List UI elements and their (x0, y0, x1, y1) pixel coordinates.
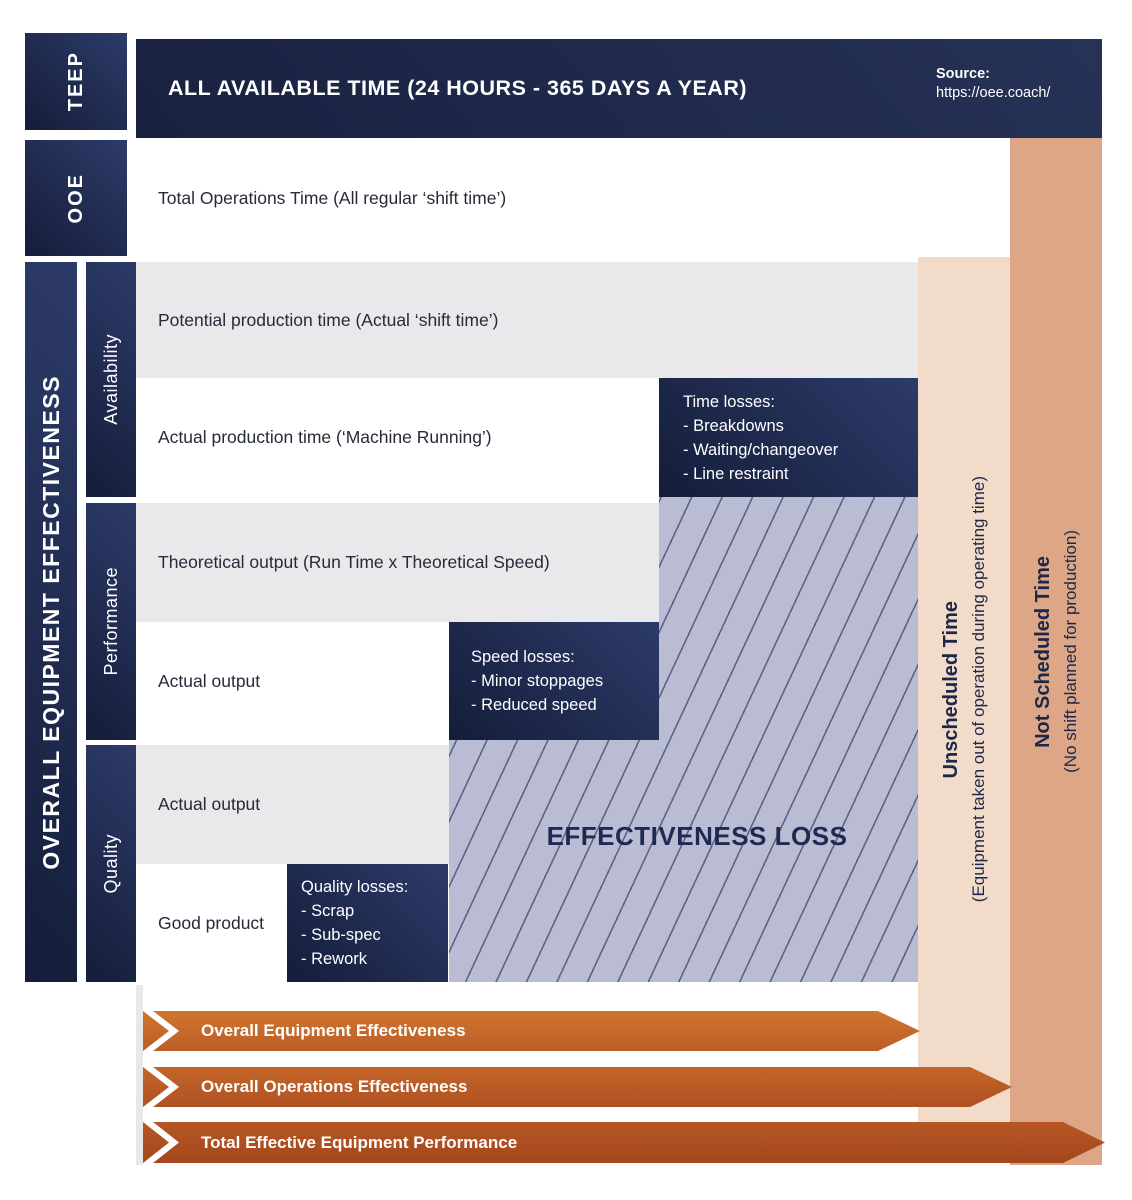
row-actual-production-time: Actual production time (‘Machine Running… (136, 378, 659, 497)
row-actual-output-performance-label: Actual output (158, 670, 261, 691)
row-total-operations-label: Total Operations Time (All regular ‘shif… (158, 188, 507, 208)
oee-sidebar-bar: OVERALL EQUIPMENT EFFECTIVENESS (25, 262, 77, 982)
unscheduled-time-column: Unscheduled Time (Equipment taken out of… (918, 257, 1010, 1122)
performance-label: Performance (100, 567, 121, 676)
oee-arrow-label: Overall Equipment Effectiveness (201, 1021, 466, 1040)
unscheduled-time-subtitle: (Equipment taken out of operation during… (968, 476, 988, 903)
effectiveness-loss-label: EFFECTIVENESS LOSS (546, 821, 848, 851)
oee-arrow: Overall Equipment Effectiveness (143, 1011, 920, 1051)
ooe-arrow: Overall Operations Effectiveness (143, 1067, 1012, 1107)
teep-label: TEEP (64, 51, 87, 112)
row-actual-production-label: Actual production time (‘Machine Running… (158, 427, 492, 447)
source-note: Source: https://oee.coach/ (936, 65, 1050, 103)
row-total-operations-time: Total Operations Time (All regular ‘shif… (136, 140, 1010, 257)
row-theoretical-output: Theoretical output (Run Time x Theoretic… (136, 503, 659, 622)
quality-losses-box: Quality losses: - Scrap - Sub-spec - Rew… (287, 864, 448, 982)
quality-sidebar-box: Quality (86, 745, 136, 982)
availability-sidebar-box: Availability (86, 262, 136, 497)
time-loss-item: - Line restraint (683, 464, 789, 483)
teep-arrow: Total Effective Equipment Performance (143, 1122, 1105, 1163)
not-scheduled-time-column: Not Scheduled Time (No shift planned for… (1010, 138, 1102, 1165)
time-loss-item: - Waiting/changeover (683, 440, 839, 459)
row-theoretical-output-label: Theoretical output (Run Time x Theoretic… (158, 552, 550, 572)
time-losses-title: Time losses: (683, 392, 775, 411)
quality-losses-title: Quality losses: (301, 878, 409, 896)
ooe-arrow-label: Overall Operations Effectiveness (201, 1077, 468, 1096)
row-good-product-label: Good product (158, 912, 265, 933)
teep-arrow-shape (143, 1122, 1105, 1163)
ooe-label: OOE (64, 172, 87, 224)
quality-label: Quality (100, 833, 121, 894)
teep-arrow-label: Total Effective Equipment Performance (201, 1132, 518, 1152)
row-good-product: Good product (136, 864, 287, 982)
time-loss-item: - Breakdowns (683, 416, 784, 435)
row-actual-output-performance: Actual output (136, 622, 449, 740)
row-potential-production-time: Potential production time (Actual ‘shift… (136, 262, 918, 378)
header-title: ALL AVAILABLE TIME (24 HOURS - 365 DAYS … (168, 76, 748, 100)
unscheduled-time-title: Unscheduled Time (939, 600, 962, 779)
left-separator-strip (136, 985, 143, 1165)
oee-arrow-shape (143, 1011, 920, 1051)
quality-loss-item: - Rework (301, 950, 368, 968)
not-scheduled-time-title: Not Scheduled Time (1031, 555, 1054, 748)
availability-label: Availability (100, 334, 121, 425)
not-scheduled-time-subtitle: (No shift planned for production) (1060, 530, 1080, 773)
ooe-sidebar-box: OOE (25, 140, 127, 256)
source-url[interactable]: https://oee.coach/ (936, 85, 1051, 101)
ooe-arrow-shape (143, 1067, 1012, 1107)
oee-label: OVERALL EQUIPMENT EFFECTIVENESS (37, 374, 64, 870)
speed-loss-item: - Minor stoppages (471, 672, 604, 690)
quality-loss-item: - Sub-spec (301, 926, 381, 944)
speed-loss-item: - Reduced speed (471, 696, 597, 714)
performance-sidebar-box: Performance (86, 503, 136, 740)
speed-losses-title: Speed losses: (471, 648, 575, 666)
row-potential-production-label: Potential production time (Actual ‘shift… (158, 309, 499, 330)
row-actual-output-quality: Actual output (136, 745, 449, 864)
header-bar: ALL AVAILABLE TIME (24 HOURS - 365 DAYS … (136, 39, 1102, 138)
quality-loss-item: - Scrap (301, 902, 355, 920)
teep-sidebar-box: TEEP (25, 33, 127, 130)
row-actual-output-quality-label: Actual output (158, 794, 261, 814)
source-label: Source: (936, 66, 990, 82)
time-losses-box: Time losses: - Breakdowns - Waiting/chan… (659, 378, 918, 497)
speed-losses-box: Speed losses: - Minor stoppages - Reduce… (449, 622, 659, 740)
